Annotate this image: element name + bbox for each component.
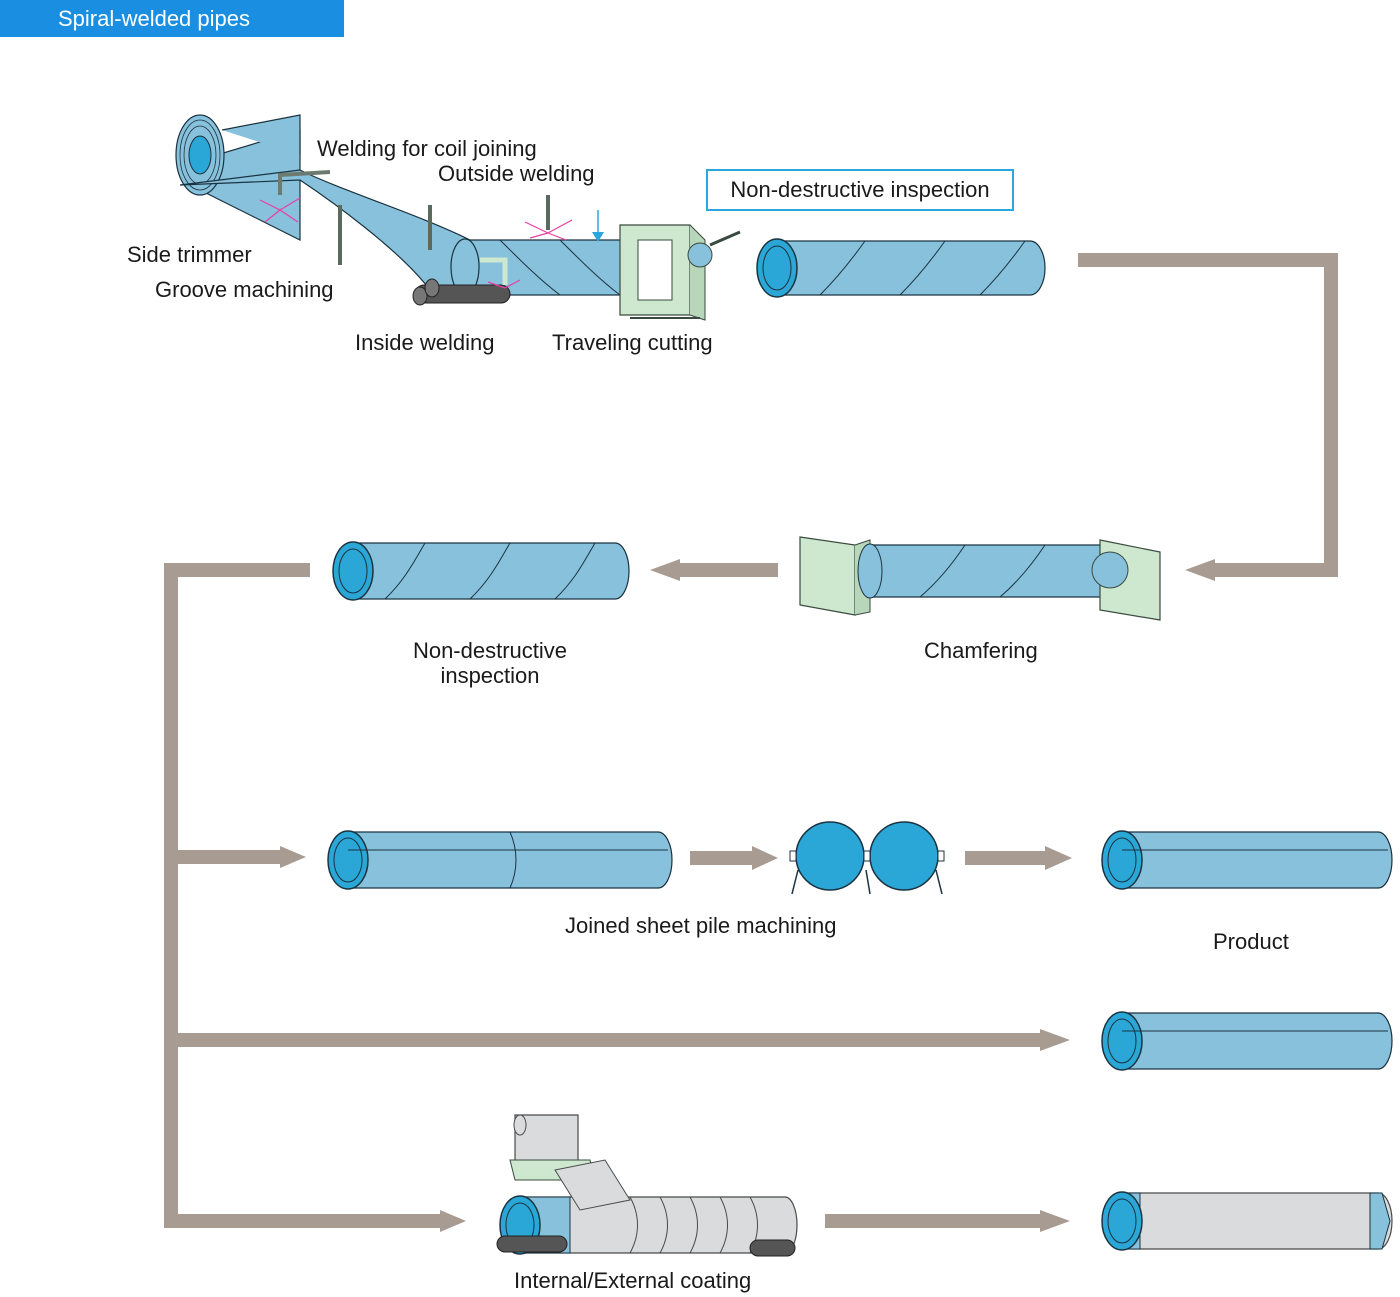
label-welding-coil-joining: Welding for coil joining (317, 136, 537, 161)
support-rollers (412, 278, 511, 306)
traveling-cutter (619, 224, 741, 321)
arrow-to-coating (440, 1210, 466, 1232)
chamfering-machine (799, 536, 1161, 621)
welding-sparks (259, 197, 573, 289)
coil (175, 114, 301, 241)
arrow-to-joined (280, 846, 306, 868)
product-pipe-1 (1101, 830, 1393, 890)
pipe-cross-sections (789, 821, 945, 895)
label-non-destructive-inspection-top: Non-destructive inspection (706, 169, 1014, 211)
label-product: Product (1213, 929, 1289, 954)
label-inside-welding: Inside welding (355, 330, 495, 355)
label-coating: Internal/External coating (514, 1268, 752, 1293)
product-pipe-2 (1101, 1011, 1393, 1071)
arrow-joined-2 (965, 846, 1072, 870)
ndi-pointer (592, 232, 604, 242)
coated-product-pipe (1101, 1191, 1393, 1251)
arrow-coating-to-product (825, 1210, 1070, 1232)
label-chamfering: Chamfering (924, 638, 1038, 663)
arrow-joined-1 (690, 846, 778, 870)
page-title: Spiral-welded pipes (0, 0, 344, 37)
arrow-to-product-2 (1040, 1029, 1070, 1051)
label-outside-welding: Outside welding (438, 161, 595, 186)
coating-machine (496, 1114, 798, 1257)
flow-connector-right (1078, 253, 1338, 577)
arrow-to-chamfering (1185, 559, 1215, 581)
label-traveling-cutting: Traveling cutting (552, 330, 713, 355)
label-side-trimmer: Side trimmer (127, 242, 252, 267)
joined-pipe (327, 830, 673, 890)
ndi-pipe (332, 541, 630, 601)
label-joined-sheet-pile: Joined sheet pile machining (565, 913, 837, 938)
arrow-chamfer-to-ndi (650, 559, 778, 581)
flow-connector-left (164, 563, 1040, 1228)
label-ndi-line1: Non-destructive (412, 638, 568, 663)
label-ndi-line2: inspection (440, 663, 540, 688)
cut-pipe (756, 238, 1046, 298)
label-groove-machining: Groove machining (155, 277, 334, 302)
welding-torches (278, 170, 550, 285)
